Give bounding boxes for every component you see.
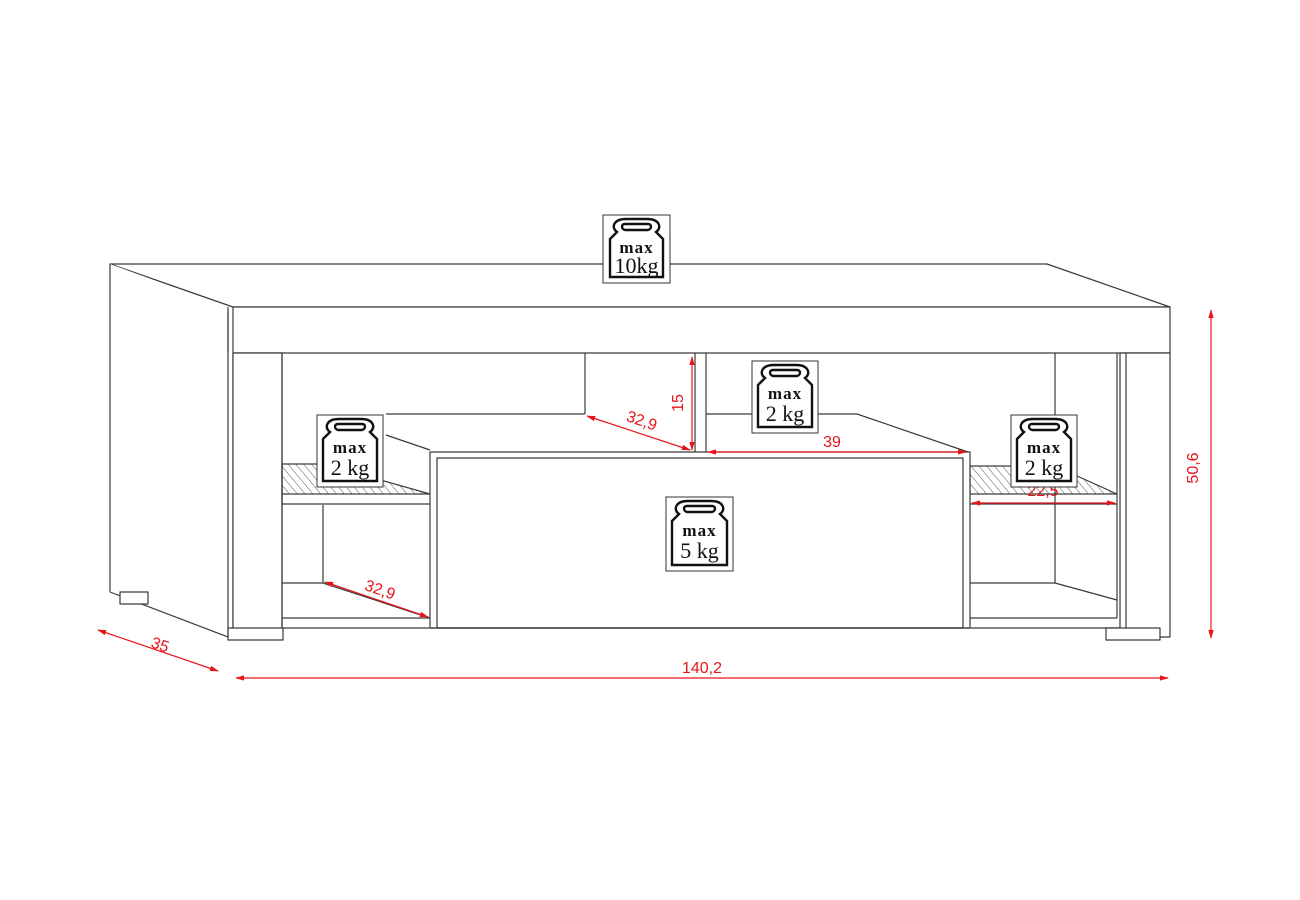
badge-weight-text: 5 kg	[680, 538, 719, 563]
foot-right-front	[1105, 627, 1161, 641]
dimension-lines	[97, 309, 1214, 681]
badge-max-text: max	[682, 521, 716, 540]
badge-weight-text: 2 kg	[1025, 455, 1064, 480]
foot-left-front	[227, 627, 284, 641]
weight-icon	[670, 499, 729, 567]
top-front-band	[232, 306, 1171, 354]
badge-weight-text: 2 kg	[331, 455, 370, 480]
furniture-outline	[109, 263, 1171, 641]
weight-icon	[1015, 417, 1073, 483]
depth-dimension-line	[97, 629, 219, 672]
badge-max-text: max	[768, 384, 802, 403]
weight-icon	[321, 417, 379, 483]
load-badge-right-shelf: max 2 kg	[1010, 414, 1078, 488]
foot-left-back	[119, 591, 149, 605]
badge-weight-text: 2 kg	[766, 401, 805, 426]
weight-icon	[608, 217, 665, 279]
left-column	[232, 352, 283, 638]
badge-weight-text: 10kg	[615, 253, 659, 278]
badge-max-text: max	[1027, 438, 1061, 457]
badge-max-text: max	[619, 238, 653, 257]
niche-height-label: 15	[670, 394, 687, 412]
load-badge-top: max 10kg	[602, 214, 671, 284]
width-label: 140,2	[682, 660, 722, 677]
badge-max-text: max	[333, 438, 367, 457]
load-badge-left-shelf: max 2 kg	[316, 414, 384, 488]
load-badge-middle-niche: max 2 kg	[751, 360, 819, 434]
load-badge-drawer: max 5 kg	[665, 496, 734, 572]
drawer-width-label: 39	[823, 434, 841, 451]
depth-label: 35	[149, 635, 171, 657]
height-label: 50,6	[1185, 452, 1202, 483]
niche-depth-top-line	[586, 415, 691, 451]
weight-icon	[756, 363, 814, 429]
niche-depth-bottom-label: 32,9	[362, 577, 397, 603]
niche-depth-bottom-line	[324, 581, 429, 618]
niche-depth-top-label: 32,9	[624, 408, 659, 434]
right-column	[1119, 352, 1171, 638]
left-side-panel	[109, 264, 229, 638]
